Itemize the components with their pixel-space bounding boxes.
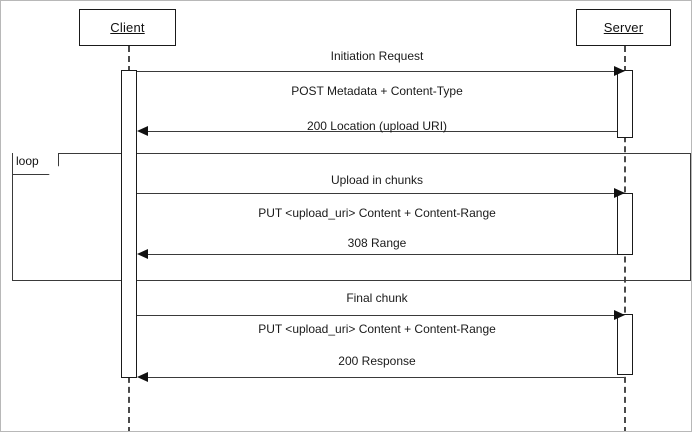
participant-server[interactable]: Server	[576, 9, 671, 46]
activation-server-initiation	[617, 70, 633, 138]
message-line-put-chunk	[137, 193, 624, 194]
message-line-post-metadata	[137, 71, 624, 72]
arrow-head-post-metadata	[614, 66, 625, 76]
arrow-head-put-chunk	[614, 188, 625, 198]
activation-server-chunk	[617, 193, 633, 255]
message-line-308-range	[140, 254, 624, 255]
message-line-200-location	[140, 131, 624, 132]
participant-server-label: Server	[603, 20, 644, 35]
message-label-308-range: 308 Range	[347, 236, 407, 250]
fragment-loop-tab-shape	[12, 153, 59, 175]
fragment-loop-label: loop	[16, 154, 39, 168]
note-upload-in-chunks: Upload in chunks	[330, 173, 424, 187]
message-line-200-response	[140, 377, 624, 378]
message-label-post-metadata: POST Metadata + Content-Type	[291, 84, 463, 98]
activation-client	[121, 70, 137, 378]
activation-server-final	[617, 314, 633, 375]
arrow-head-200-location	[137, 126, 148, 136]
message-label-put-chunk: PUT <upload_uri> Content + Content-Range	[258, 206, 496, 220]
message-label-200-response: 200 Response	[338, 354, 416, 368]
message-label-put-final-chunk: PUT <upload_uri> Content + Content-Range	[258, 322, 496, 336]
participant-client-label: Client	[110, 20, 145, 35]
message-line-put-final-chunk	[137, 315, 624, 316]
note-initiation-request: Initiation Request	[330, 49, 424, 63]
arrow-head-put-final-chunk	[614, 310, 625, 320]
participant-client[interactable]: Client	[79, 9, 176, 46]
fragment-loop[interactable]	[12, 153, 691, 281]
fragment-loop-tab: loop	[12, 153, 59, 175]
arrow-head-308-range	[137, 249, 148, 259]
note-final-chunk: Final chunk	[346, 291, 408, 305]
arrow-head-200-response	[137, 372, 148, 382]
message-label-200-location: 200 Location (upload URI)	[306, 119, 448, 133]
